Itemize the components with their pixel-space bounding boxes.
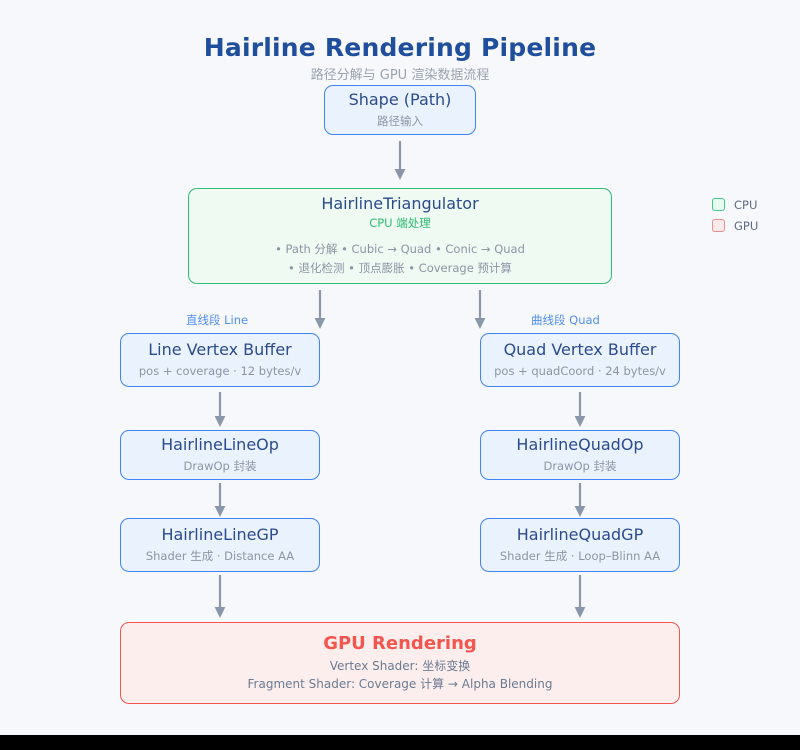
node-hairline-quad-gp-title: HairlineQuadGP [516, 524, 644, 544]
legend-label-gpu: GPU [734, 218, 759, 233]
node-hairline-quad-gp[interactable]: HairlineQuadGP Shader 生成 · Loop–Blinn AA [480, 518, 680, 572]
legend: CPU GPU [712, 194, 758, 236]
node-hairline-triangulator-bullets-row1: • Path 分解 • Cubic → Quad • Conic → Quad [275, 241, 525, 256]
node-hairline-triangulator-subtitle: CPU 端处理 [369, 216, 431, 231]
page-title: Hairline Rendering Pipeline [203, 33, 597, 62]
node-shape-path[interactable]: Shape (Path) 路径输入 [324, 85, 476, 135]
node-hairline-line-op-subtitle: DrawOp 封装 [183, 458, 257, 473]
node-hairline-line-gp-title: HairlineLineGP [161, 524, 279, 544]
node-gpu-rendering-vertex-shader: Vertex Shader: 坐标变换 [329, 659, 471, 674]
page-subtitle: 路径分解与 GPU 渲染数据流程 [310, 68, 490, 83]
arrow-triangulator-to-quad-buffer [472, 290, 488, 330]
arrow-quad-op-to-quad-gp [572, 483, 588, 518]
legend-label-cpu: CPU [734, 197, 758, 212]
node-hairline-quad-op-subtitle: DrawOp 封装 [543, 458, 617, 473]
branch-label-line: 直线段 Line [186, 313, 249, 327]
node-hairline-triangulator-title: HairlineTriangulator [321, 194, 479, 214]
arrow-quad-gp-to-gpu-rendering [572, 575, 588, 619]
node-quad-vertex-buffer-title: Quad Vertex Buffer [503, 339, 657, 359]
node-hairline-line-gp-subtitle: Shader 生成 · Distance AA [145, 548, 295, 563]
node-line-vertex-buffer-title: Line Vertex Buffer [148, 339, 292, 359]
node-hairline-line-op[interactable]: HairlineLineOp DrawOp 封装 [120, 430, 320, 480]
node-gpu-rendering[interactable]: GPU Rendering Vertex Shader: 坐标变换 Fragme… [120, 622, 680, 704]
node-hairline-quad-op-title: HairlineQuadOp [516, 434, 644, 454]
arrow-line-buffer-to-line-op [212, 392, 228, 428]
node-line-vertex-buffer-subtitle: pos + coverage · 12 bytes/v [138, 363, 302, 378]
arrow-triangulator-to-line-buffer [312, 290, 328, 330]
node-line-vertex-buffer[interactable]: Line Vertex Buffer pos + coverage · 12 b… [120, 333, 320, 387]
node-hairline-quad-gp-subtitle: Shader 生成 · Loop–Blinn AA [499, 548, 661, 563]
node-gpu-rendering-fragment-shader: Fragment Shader: Coverage 计算 → Alpha Ble… [247, 677, 553, 692]
node-quad-vertex-buffer-subtitle: pos + quadCoord · 24 bytes/v [494, 363, 666, 378]
arrow-line-op-to-line-gp [212, 483, 228, 518]
node-hairline-line-gp[interactable]: HairlineLineGP Shader 生成 · Distance AA [120, 518, 320, 572]
bottom-letterbox-band [0, 735, 800, 750]
arrow-line-gp-to-gpu-rendering [212, 575, 228, 619]
legend-item-gpu: GPU [712, 215, 758, 236]
node-shape-path-title: Shape (Path) [348, 89, 452, 109]
legend-swatch-cpu-icon [712, 198, 725, 211]
legend-swatch-gpu-icon [712, 219, 725, 232]
node-hairline-triangulator[interactable]: HairlineTriangulator CPU 端处理 • Path 分解 •… [188, 188, 612, 284]
arrow-quad-buffer-to-quad-op [572, 392, 588, 428]
legend-item-cpu: CPU [712, 194, 758, 215]
branch-label-quad: 曲线段 Quad [531, 313, 600, 327]
node-hairline-line-op-title: HairlineLineOp [161, 434, 279, 454]
node-hairline-triangulator-bullets-row2: • 退化检测 • 顶点膨胀 • Coverage 预计算 [288, 260, 512, 275]
node-gpu-rendering-title: GPU Rendering [323, 632, 477, 654]
arrow-shape-to-triangulator [392, 141, 408, 181]
node-hairline-quad-op[interactable]: HairlineQuadOp DrawOp 封装 [480, 430, 680, 480]
node-shape-path-subtitle: 路径输入 [377, 113, 423, 128]
node-quad-vertex-buffer[interactable]: Quad Vertex Buffer pos + quadCoord · 24 … [480, 333, 680, 387]
